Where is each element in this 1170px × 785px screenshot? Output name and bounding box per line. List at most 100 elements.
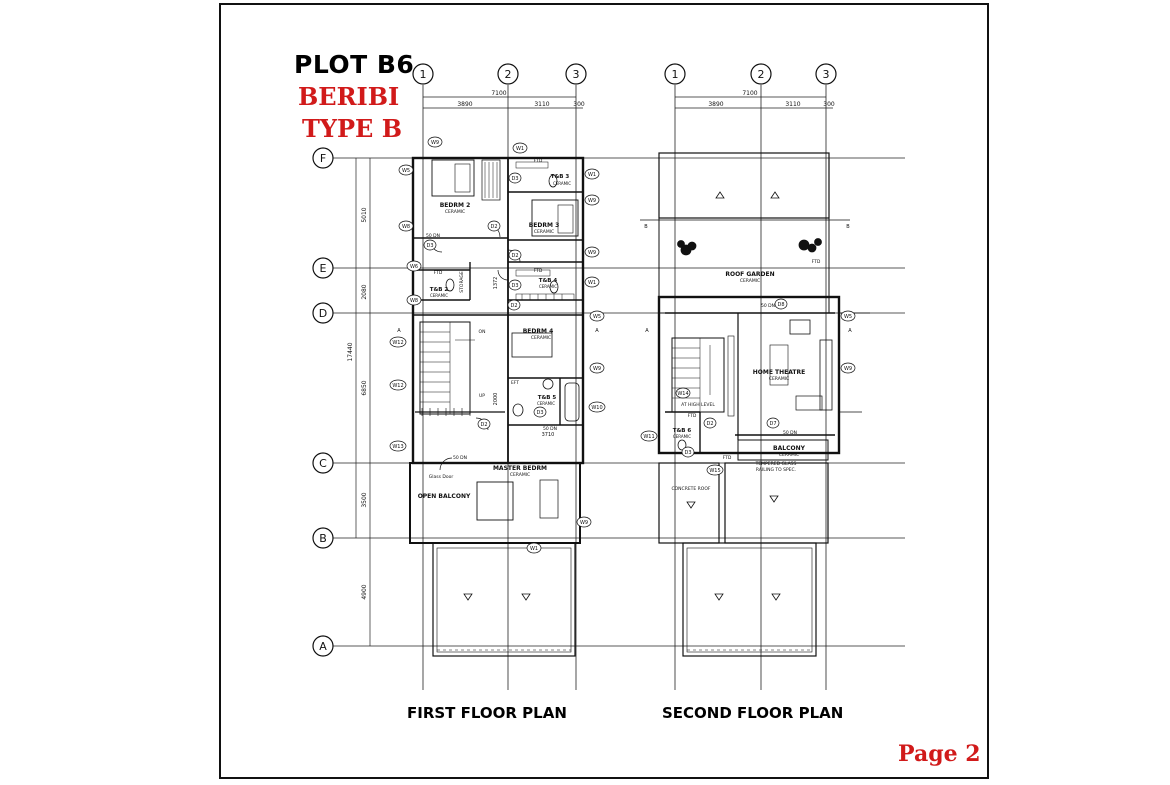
- room-master: MASTER BEDRM: [493, 465, 547, 472]
- dimension-text-top: 7100 3890 3110 300 7100 3890 3110 300: [457, 90, 835, 108]
- dim-v1: 5010: [361, 207, 368, 222]
- note-ftd: FTD: [812, 259, 821, 265]
- note-concrete-roof: CONCRETE ROOF: [672, 486, 711, 492]
- column-label: 1: [672, 68, 679, 81]
- row-label: A: [319, 640, 327, 653]
- room-home-theatre-finish: CERAMIC: [769, 376, 789, 382]
- tag-d3: D3: [684, 450, 691, 456]
- tag-w9: W9: [588, 198, 596, 204]
- column-label: 3: [823, 68, 830, 81]
- tag-w1: W1: [530, 546, 538, 552]
- note-ftd: FTD: [534, 268, 543, 274]
- first-floor-plan-title: FIRST FLOOR PLAN: [407, 704, 567, 722]
- note-railing: RAILING TO SPEC.: [756, 467, 796, 473]
- dim-v3: 6850: [361, 380, 368, 395]
- dim-bay2: 3110: [534, 101, 549, 108]
- note-up: UP: [479, 393, 485, 399]
- room-tb6-finish: CERAMIC: [673, 434, 691, 439]
- tag-w9: W9: [580, 520, 588, 526]
- page-number: Page 2: [898, 741, 981, 767]
- opening-tag-text: W9 W5 W8 W6 W8 W12 W12 W13 W1 W1 W9 W9 W…: [392, 140, 852, 552]
- tag-d3: D3: [426, 243, 433, 249]
- first-floor-room-labels: BEDRM 2 CERAMIC BEDRM 3 CERAMIC T&B 3 CE…: [418, 158, 572, 500]
- second-floor-plan: [640, 152, 870, 657]
- tag-w15: W15: [709, 468, 720, 474]
- grid-lines-horizontal: [333, 157, 905, 647]
- room-home-theatre: HOME THEATRE: [753, 369, 805, 376]
- dim-bay3: 300: [573, 101, 585, 108]
- tag-w5: W5: [402, 168, 410, 174]
- tag-d3: D3: [536, 410, 543, 416]
- second-floor-plan-title: SECOND FLOOR PLAN: [662, 704, 844, 722]
- tag-d2: D2: [706, 421, 713, 427]
- room-balcony: BALCONY: [773, 445, 806, 452]
- tag-w12: W12: [392, 383, 403, 389]
- house-type: TYPE B: [302, 114, 402, 143]
- section-a: A: [645, 328, 649, 334]
- column-labels: 1 2 3 1 2 3: [420, 68, 830, 81]
- room-tb4: T&B 4: [539, 278, 558, 284]
- room-tb5-finish: CERAMIC: [537, 401, 555, 406]
- room-tb2: T&B 2: [430, 287, 449, 293]
- tag-w1: W1: [516, 146, 524, 152]
- column-bubbles: [412, 63, 837, 85]
- room-bedrm4-finish: CERAMIC: [531, 335, 551, 341]
- dim-bay1: 3890: [708, 101, 723, 108]
- dim-total-height: 17440: [347, 342, 354, 361]
- tag-w5: W5: [844, 314, 852, 320]
- room-bedrm3-finish: CERAMIC: [534, 229, 554, 235]
- dim-bay2: 3110: [785, 101, 800, 108]
- tag-w1: W1: [588, 280, 596, 286]
- plot-title: PLOT B6: [294, 50, 415, 79]
- tag-w13: W13: [392, 444, 403, 450]
- row-labels: F E D C B A: [319, 152, 327, 653]
- section-a: A: [595, 328, 599, 334]
- column-label: 2: [758, 68, 765, 81]
- room-tb5: T&B 5: [538, 395, 557, 401]
- tag-w9: W9: [588, 250, 596, 256]
- first-floor-plan: [409, 156, 585, 657]
- tag-d3: D3: [511, 176, 518, 182]
- note-50dn: 50 DN: [453, 455, 467, 461]
- room-open-balcony: OPEN BALCONY: [418, 493, 471, 500]
- tag-w11: W11: [643, 434, 654, 440]
- section-b: B: [846, 224, 850, 230]
- column-label: 3: [573, 68, 580, 81]
- tag-d2: D2: [490, 224, 497, 230]
- dim-hall: 2000: [493, 393, 499, 406]
- opening-tag-bubbles: [389, 136, 856, 554]
- drawing-sheet: [219, 3, 989, 779]
- tag-w14: W14: [677, 391, 688, 397]
- room-bedrm2-finish: CERAMIC: [445, 209, 465, 215]
- dim-stair: 1372: [493, 277, 499, 290]
- tag-d2: D2: [480, 422, 487, 428]
- room-tb6: T&B 6: [673, 428, 692, 434]
- dim-tb5: 3710: [542, 432, 555, 438]
- room-bedrm3: BEDRM 3: [529, 222, 560, 229]
- room-tb4-finish: CERAMIC: [539, 284, 557, 289]
- tag-w5: W5: [593, 314, 601, 320]
- note-ftd: FTD: [723, 455, 732, 461]
- room-bedrm2: BEDRM 2: [440, 202, 471, 209]
- tag-d2: D2: [510, 303, 517, 309]
- section-a: A: [397, 328, 401, 334]
- room-balcony-finish: CERAMIC: [779, 452, 799, 458]
- column-label: 1: [420, 68, 427, 81]
- note-storage: STORAGE: [459, 271, 465, 293]
- tag-w6: W6: [410, 264, 418, 270]
- room-tb3-finish: CERAMIC: [553, 181, 571, 186]
- tag-w9: W9: [844, 366, 852, 372]
- dim-v5: 4900: [361, 584, 368, 599]
- note-high-level: AT HIGH LEVEL: [681, 402, 715, 408]
- row-label: E: [320, 262, 327, 275]
- dimension-lines-left: [355, 158, 371, 646]
- note-on: ON: [479, 329, 486, 335]
- note-ftd: FTD: [434, 270, 443, 276]
- note-50dn: 50 DN: [783, 430, 797, 436]
- room-tb3: T&B 3: [551, 174, 570, 180]
- dim-total: 7100: [742, 90, 757, 97]
- tag-d8: D8: [777, 302, 784, 308]
- row-label: B: [319, 532, 327, 545]
- tag-w8: W8: [402, 224, 410, 230]
- note-glass-door: Glass Door: [429, 474, 454, 480]
